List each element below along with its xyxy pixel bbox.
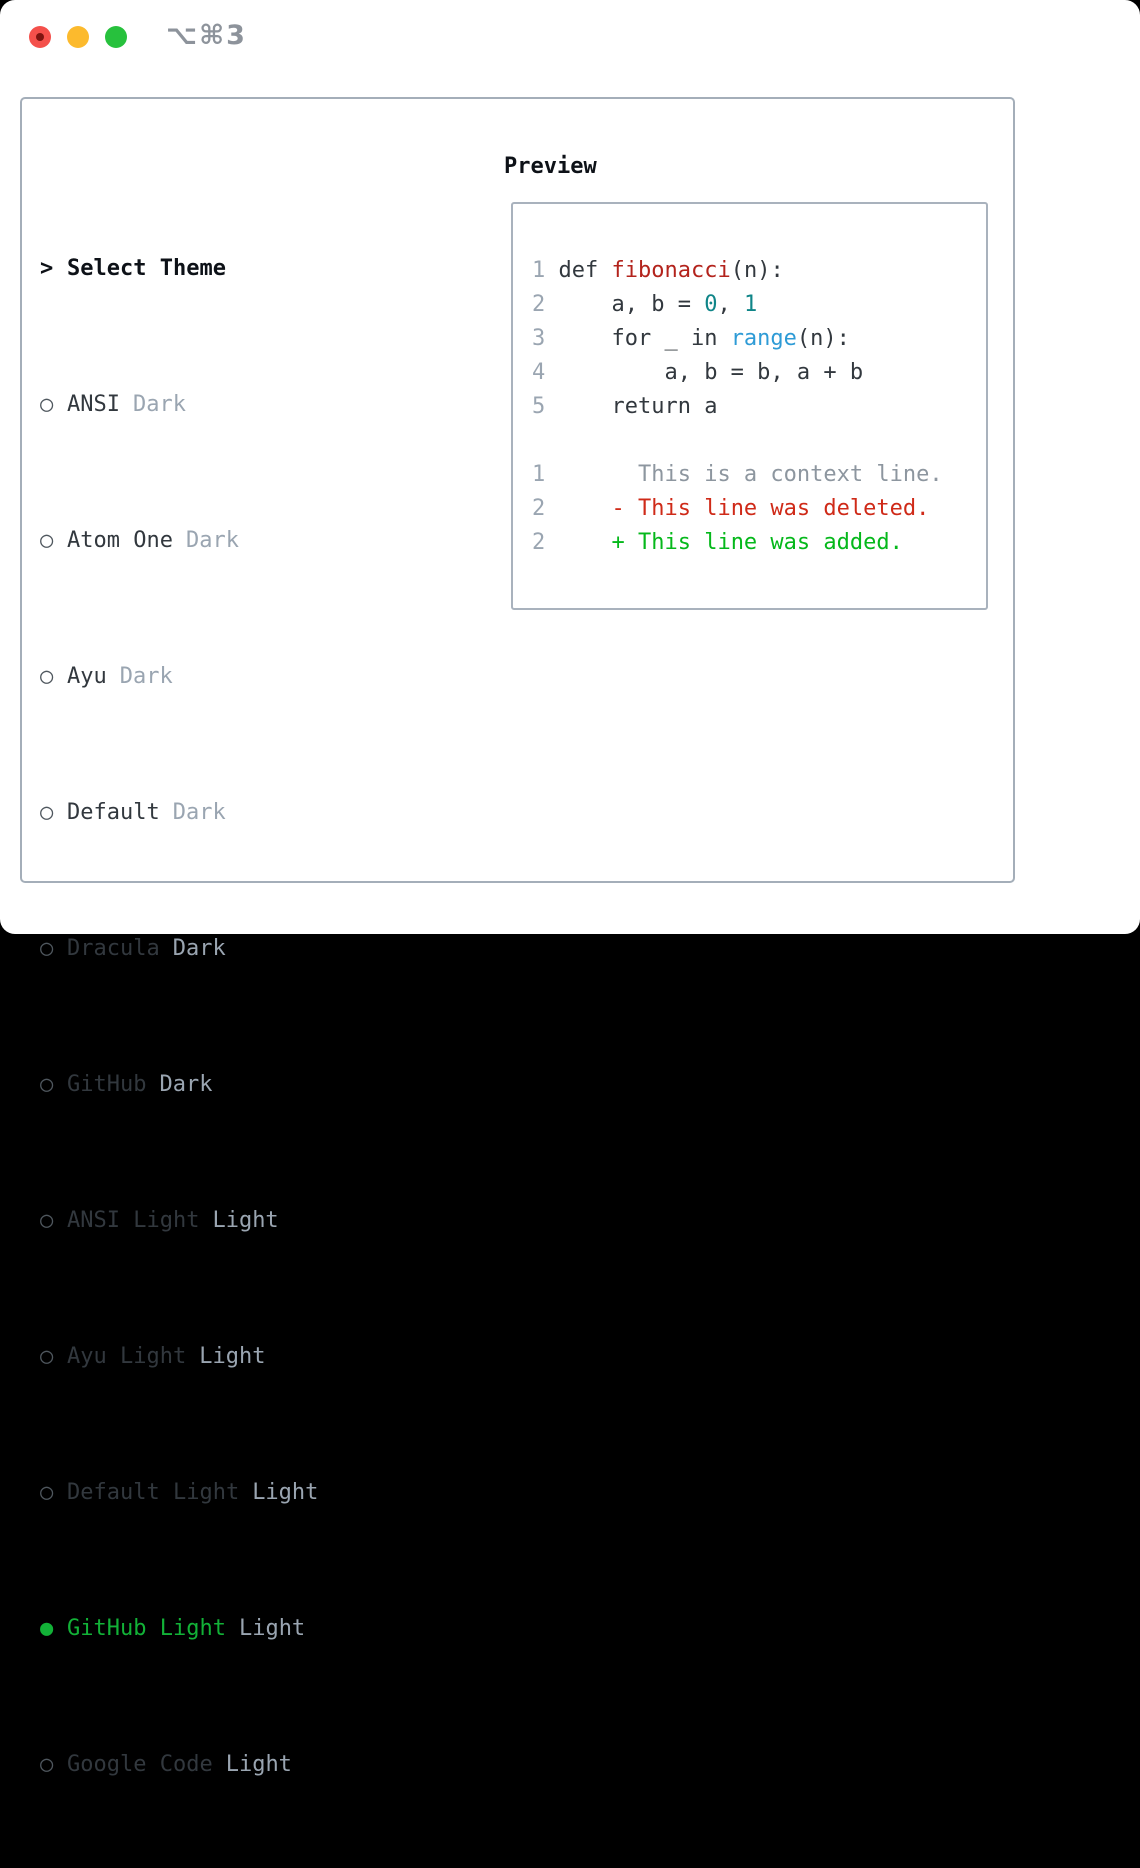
- line-number: 2: [532, 496, 559, 521]
- code-line: 1 def fibonacci(n):: [532, 254, 943, 288]
- preview-title: Preview: [504, 154, 597, 179]
- theme-name: Default: [67, 800, 160, 825]
- code-segment-code: return a: [558, 394, 718, 419]
- code-segment-code: (n):: [796, 326, 850, 351]
- zoom-button[interactable]: [105, 26, 127, 48]
- code-segment-code: (n):: [730, 258, 784, 283]
- theme-variant: Light: [199, 1344, 266, 1369]
- code-segment-num: 1: [743, 292, 758, 317]
- theme-variant: Light: [225, 1752, 292, 1777]
- code-segment-code: def: [558, 258, 612, 283]
- theme-option-ansi-dark[interactable]: ○ ANSI Dark: [40, 388, 411, 422]
- theme-option-atom-one-dark[interactable]: ○ Atom One Dark: [40, 524, 411, 558]
- code-line: [532, 424, 943, 458]
- theme-variant: Light: [238, 1616, 306, 1641]
- radio-icon: ○: [40, 1480, 54, 1505]
- theme-name: Dracula: [67, 936, 160, 961]
- theme-variant: Dark: [185, 528, 239, 553]
- line-number: 1: [532, 258, 559, 283]
- theme-option-default-light[interactable]: ○ Default Light Light: [40, 1476, 411, 1510]
- minimize-button[interactable]: [67, 26, 89, 48]
- radio-icon: ○: [40, 1208, 54, 1233]
- code-line: 3 for _ in range(n):: [532, 322, 943, 356]
- theme-option-google-code[interactable]: ○ Google Code Light: [40, 1748, 411, 1782]
- theme-name: Ayu: [67, 664, 107, 689]
- code-segment-code: for _ in: [558, 326, 731, 351]
- radio-icon: ○: [40, 936, 54, 961]
- theme-name: Google Code: [67, 1752, 213, 1777]
- section-title-select-theme: Select Theme: [67, 256, 226, 281]
- line-number: 2: [532, 292, 559, 317]
- close-button[interactable]: [29, 26, 51, 48]
- code-line: 2 - This line was deleted.: [532, 492, 943, 526]
- theme-option-dracula-dark[interactable]: ○ Dracula Dark: [40, 932, 411, 966]
- line-number: 2: [532, 530, 559, 555]
- code-segment-code: [559, 530, 612, 555]
- theme-variant: Light: [212, 1208, 279, 1233]
- theme-name: GitHub Light: [67, 1616, 226, 1641]
- code-segment-num: 0: [704, 292, 718, 317]
- theme-variant: Dark: [159, 1072, 213, 1097]
- radio-icon: ○: [40, 1072, 54, 1097]
- theme-variant: Dark: [119, 664, 173, 689]
- radio-icon: ○: [40, 1344, 54, 1369]
- select-theme-header: > Select Theme: [40, 252, 411, 286]
- theme-option-ayu-light[interactable]: ○ Ayu Light Light: [40, 1340, 411, 1374]
- cursor-icon: >: [40, 256, 54, 281]
- code-segment-del: - This line was deleted.: [611, 496, 930, 521]
- code-line: 2 + This line was added.: [532, 526, 943, 560]
- code-segment-ctx: This is a context line.: [558, 462, 943, 487]
- theme-option-default-dark[interactable]: ○ Default Dark: [40, 796, 411, 830]
- line-number: 4: [532, 360, 559, 385]
- code-segment-code: a, b =: [558, 292, 705, 317]
- code-line: 1 This is a context line.: [532, 458, 943, 492]
- theme-name: GitHub: [67, 1072, 147, 1097]
- theme-variant: Dark: [172, 800, 226, 825]
- theme-variant: Dark: [132, 392, 186, 417]
- window-title: ⌥⌘3: [166, 20, 247, 51]
- theme-name: Default Light: [67, 1480, 240, 1505]
- radio-selected-icon: ●: [40, 1616, 54, 1641]
- theme-variant: Light: [252, 1480, 319, 1505]
- theme-name: Atom One: [67, 528, 173, 553]
- code-segment-code: [559, 496, 612, 521]
- radio-icon: ○: [40, 800, 54, 825]
- theme-option-github-light-selected[interactable]: ● GitHub Light Light: [40, 1612, 411, 1646]
- code-segment-add: + This line was added.: [611, 530, 903, 555]
- theme-option-ansi-light[interactable]: ○ ANSI Light Light: [40, 1204, 411, 1238]
- line-number: 3: [532, 326, 559, 351]
- radio-icon: ○: [40, 392, 54, 417]
- radio-icon: ○: [40, 1752, 54, 1777]
- code-line: 5 return a: [532, 390, 943, 424]
- radio-icon: ○: [40, 664, 54, 689]
- theme-variant: Dark: [172, 936, 226, 961]
- code-line: 4 a, b = b, a + b: [532, 356, 943, 390]
- theme-name: ANSI Light: [67, 1208, 200, 1233]
- code-segment-func: fibonacci: [611, 258, 731, 283]
- theme-name: Ayu Light: [67, 1344, 187, 1369]
- code-segment-code: ,: [717, 292, 744, 317]
- theme-option-ayu-dark[interactable]: ○ Ayu Dark: [40, 660, 411, 694]
- code-segment-builtin: range: [730, 326, 797, 351]
- code-segment-code: a, b = b, a + b: [558, 360, 864, 385]
- titlebar: ⌥⌘3: [0, 0, 1140, 74]
- code-line: 2 a, b = 0, 1: [532, 288, 943, 322]
- line-number: 5: [532, 394, 559, 419]
- radio-icon: ○: [40, 528, 54, 553]
- line-number: 1: [532, 462, 559, 487]
- theme-option-github-dark[interactable]: ○ GitHub Dark: [40, 1068, 411, 1102]
- theme-name: ANSI: [67, 392, 120, 417]
